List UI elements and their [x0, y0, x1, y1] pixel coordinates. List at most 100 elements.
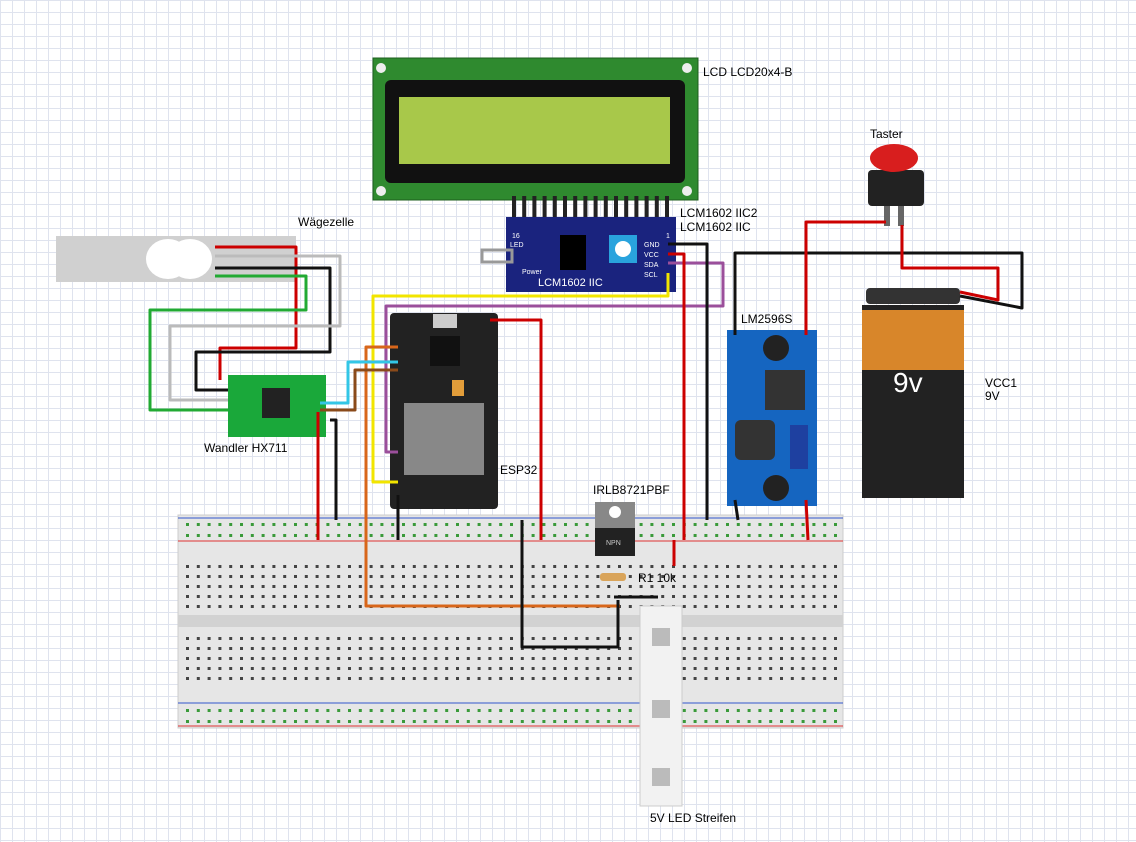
breadboard-hole: [520, 657, 524, 660]
breadboard-hole: [574, 657, 578, 660]
gnd-pin-label: GND: [644, 242, 660, 249]
wire-purple-sda[interactable]: [384, 261, 725, 454]
breadboard-hole: [682, 720, 686, 723]
wire-black-battery[interactable]: [733, 251, 1024, 335]
breadboard-hole: [628, 677, 632, 680]
breadboard-hole: [434, 647, 438, 650]
breadboard-hole: [715, 647, 719, 650]
breadboard-hole: [499, 657, 503, 660]
breadboard-hole: [585, 523, 589, 526]
breadboard-hole: [780, 523, 783, 526]
breadboard-hole: [477, 720, 481, 723]
breadboard-hole: [326, 523, 330, 526]
wire-cyan[interactable]: [320, 360, 398, 405]
wire-brown[interactable]: [320, 368, 398, 412]
push-button[interactable]: [868, 144, 924, 226]
breadboard-hole: [207, 523, 211, 526]
breadboard-hole: [294, 595, 297, 598]
breadboard-hole: [218, 637, 222, 640]
breadboard-hole: [574, 565, 578, 568]
wire-red-esp[interactable]: [490, 318, 543, 540]
wire-black-hx711[interactable]: [330, 418, 338, 520]
wire-red-button[interactable]: [804, 220, 886, 335]
led-strip-label: 5V LED Streifen: [650, 811, 736, 825]
breadboard-hole: [726, 637, 729, 640]
breadboard-hole: [823, 595, 827, 598]
wire-red-vcc[interactable]: [668, 252, 686, 540]
breadboard-hole: [218, 667, 222, 670]
breadboard-hole: [304, 647, 308, 650]
breadboard-hole: [769, 709, 773, 712]
led-pin-label: LED: [510, 242, 524, 249]
wire-red-buck[interactable]: [804, 499, 810, 541]
breadboard-hole: [715, 605, 719, 608]
breadboard-hole: [650, 534, 654, 537]
breadboard-hole: [466, 575, 470, 578]
breadboard-hole: [348, 595, 351, 598]
breadboard-hole: [272, 575, 276, 578]
breadboard-hole: [564, 575, 567, 578]
breadboard-hole: [488, 637, 492, 640]
breadboard-hole: [790, 523, 794, 526]
breadboard-hole: [380, 677, 384, 680]
breadboard-hole: [272, 709, 276, 712]
breadboard-hole: [585, 677, 589, 680]
breadboard-hole: [445, 720, 449, 723]
breadboard-hole: [412, 523, 416, 526]
breadboard-hole: [391, 667, 395, 670]
breadboard-hole: [823, 585, 827, 588]
mosfet-label: IRLB8721PBF: [593, 483, 670, 497]
wire-red-battery[interactable]: [900, 225, 1000, 302]
wire-black-loadcell[interactable]: [194, 266, 332, 392]
breadboard-hole: [736, 637, 740, 640]
breadboard-hole: [348, 605, 351, 608]
breadboard-hole: [553, 575, 557, 578]
breadboard-hole: [412, 565, 416, 568]
breadboard-hole: [315, 595, 319, 598]
breadboard-hole: [801, 523, 805, 526]
breadboard-hole: [304, 585, 308, 588]
breadboard-hole: [790, 585, 794, 588]
breadboard-hole: [402, 720, 405, 723]
breadboard-hole: [780, 667, 783, 670]
breadboard-hole: [402, 647, 405, 650]
wire-orange[interactable]: [364, 345, 620, 608]
breadboard-hole: [391, 575, 395, 578]
breadboard-hole: [391, 585, 395, 588]
breadboard-hole: [466, 523, 470, 526]
breadboard-hole: [240, 667, 243, 670]
wire-red-loadcell[interactable]: [215, 245, 298, 380]
breadboard-hole: [445, 709, 449, 712]
breadboard-hole: [715, 595, 719, 598]
breadboard-hole: [618, 657, 621, 660]
breadboard-hole: [801, 720, 805, 723]
breadboard-hole: [488, 720, 492, 723]
breadboard-hole: [726, 709, 729, 712]
wire-yellow-scl[interactable]: [371, 273, 670, 484]
breadboard-hole: [477, 677, 481, 680]
breadboard-hole: [434, 595, 438, 598]
breadboard-hole: [229, 585, 233, 588]
wire-white-loadcell[interactable]: [168, 254, 342, 402]
wire-black-gnd[interactable]: [668, 242, 709, 520]
breadboard-hole: [294, 575, 297, 578]
breadboard-hole: [229, 523, 233, 526]
wire-black-mosfet[interactable]: [520, 520, 620, 649]
breadboard-hole: [682, 647, 686, 650]
wire-black-buck[interactable]: [733, 499, 740, 521]
breadboard-hole: [488, 677, 492, 680]
wire-green-loadcell[interactable]: [148, 274, 308, 412]
breadboard-hole: [294, 585, 297, 588]
breadboard-hole: [294, 565, 297, 568]
breadboard-hole: [747, 585, 751, 588]
breadboard-hole: [834, 523, 837, 526]
breadboard-hole: [186, 523, 189, 526]
breadboard-hole: [510, 647, 513, 650]
breadboard-hole: [423, 595, 427, 598]
breadboard-hole: [391, 709, 395, 712]
breadboard-hole: [488, 657, 492, 660]
breadboard-hole: [326, 534, 330, 537]
breadboard-hole: [769, 575, 773, 578]
breadboard-hole: [326, 595, 330, 598]
breadboard-hole: [758, 585, 762, 588]
